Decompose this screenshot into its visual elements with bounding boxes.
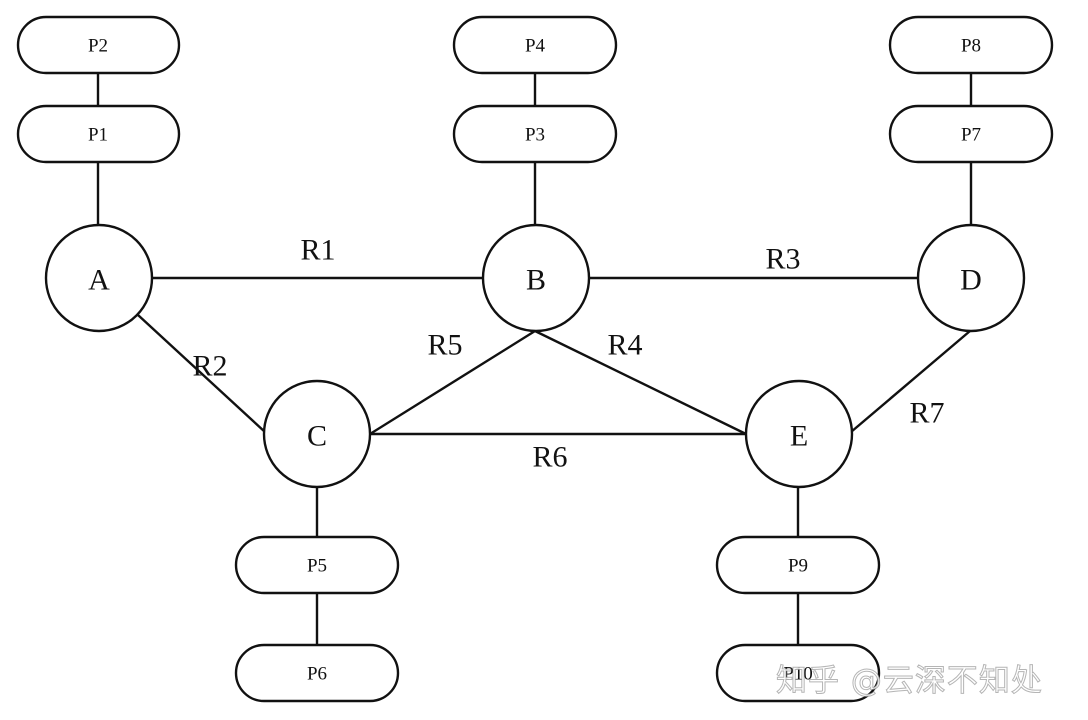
endpoint-p2: P2 [16,15,181,75]
node-a-circle [44,223,154,333]
endpoint-p6: P6 [234,643,400,703]
link-label-r7: R7 [909,397,944,430]
node-b: B [481,223,591,333]
endpoint-p2-label: P2 [88,36,108,57]
link-label-r2: R2 [192,350,227,383]
link-r5 [369,329,536,436]
node-b-label: B [526,264,546,297]
node-d-circle [916,223,1026,333]
node-e-label: E [790,420,808,453]
endpoint-p1-label: P1 [88,125,108,146]
link-r7 [850,330,971,433]
node-e: E [744,379,854,489]
endpoint-p1: P1 [16,104,181,164]
endpoint-p9-shape [715,535,881,595]
endpoint-p4: P4 [452,15,618,75]
link-r4 [534,329,747,436]
endpoint-p4-label: P4 [525,36,546,57]
node-a: A [44,223,154,333]
endpoint-p3-shape [452,104,618,164]
endpoint-p5-shape [234,535,400,595]
node-d: D [916,223,1026,333]
endpoint-p8: P8 [888,15,1054,75]
endpoint-p7: P7 [888,104,1054,164]
endpoint-p8-shape [888,15,1054,75]
node-d-label: D [960,264,982,297]
endpoint-p6-shape [234,643,400,703]
link-label-r3: R3 [765,243,800,276]
endpoint-p10-shape [715,643,881,703]
node-a-label: A [88,264,110,297]
endpoint-p7-label: P7 [961,125,981,146]
endpoint-p1-shape [16,104,181,164]
node-c-label: C [307,420,327,453]
endpoint-p7-shape [888,104,1054,164]
endpoint-p9-label: P9 [788,556,808,577]
node-c-circle [262,379,372,489]
node-e-circle [744,379,854,489]
link-label-r6: R6 [532,441,567,474]
node-c: C [262,379,372,489]
endpoint-p8-label: P8 [961,36,981,57]
endpoint-p10-label: P10 [783,664,813,685]
watermark: 知乎 @云深不知处 [776,663,1043,700]
endpoint-p3-label: P3 [525,125,545,146]
endpoint-p4-shape [452,15,618,75]
endpoint-p6-label: P6 [307,664,327,685]
endpoint-p2-shape [16,15,181,75]
endpoint-p5-label: P5 [307,556,327,577]
endpoint-p5: P5 [234,535,400,595]
link-label-r5: R5 [427,329,462,362]
link-label-r1: R1 [300,234,335,267]
endpoint-p10: P10 [715,643,881,703]
node-b-circle [481,223,591,333]
endpoint-p9: P9 [715,535,881,595]
endpoint-p3: P3 [452,104,618,164]
link-r2 [137,314,266,433]
link-label-r4: R4 [607,329,642,362]
